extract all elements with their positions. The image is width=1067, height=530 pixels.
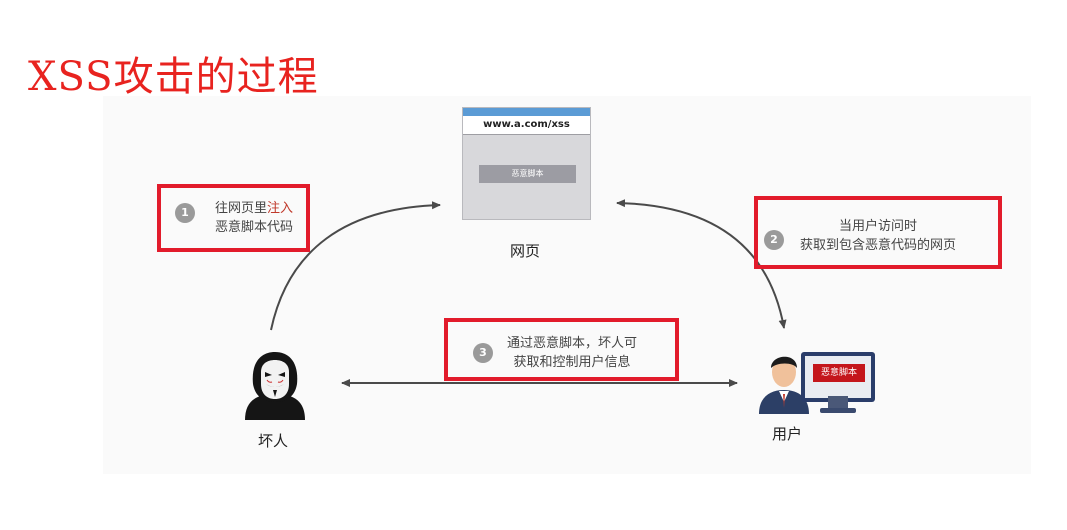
webpage-caption: 网页 [510,242,541,260]
slide-title: XSS攻击的过程 [28,54,319,100]
step-3-highlight [444,318,679,381]
step-3-number: 3 [473,343,493,363]
step-2-highlight [754,196,1002,269]
step-2-text: 当用户访问时 获取到包含恶意代码的网页 [788,217,968,255]
step-2-line2: 获取到包含恶意代码的网页 [799,238,956,253]
browser-tab-bar [463,108,590,116]
step-1-line1: 往网页里 [214,201,267,216]
step-3-text: 通过恶意脚本，坏人可 获取和控制用户信息 [497,334,647,372]
arrow-webpage-to-user [616,199,787,329]
url-bar: www.a.com/xss [463,116,590,135]
hacker-icon [245,352,305,420]
step-1-highlight [157,184,310,252]
step-2-number: 2 [764,230,784,250]
step-1-line2: 恶意脚本代码 [214,220,293,235]
arrow-attacker-to-webpage [270,201,441,331]
user-screen-malicious-script: 恶意脚本 [813,364,865,382]
user-caption: 用户 [772,425,803,443]
step-2-line1: 当用户访问时 [838,219,917,234]
step-3-line1: 通过恶意脚本，坏人可 [506,336,637,351]
step-1-text: 往网页里注入 恶意脚本代码 [205,199,303,237]
step-3-line2: 获取和控制用户信息 [513,355,631,370]
step-1-number: 1 [175,203,195,223]
step-1-highlight-word: 注入 [267,201,294,216]
webpage-window: www.a.com/xss 恶意脚本 [462,107,591,220]
malicious-script-block: 恶意脚本 [479,165,576,183]
attacker-caption: 坏人 [258,432,289,450]
